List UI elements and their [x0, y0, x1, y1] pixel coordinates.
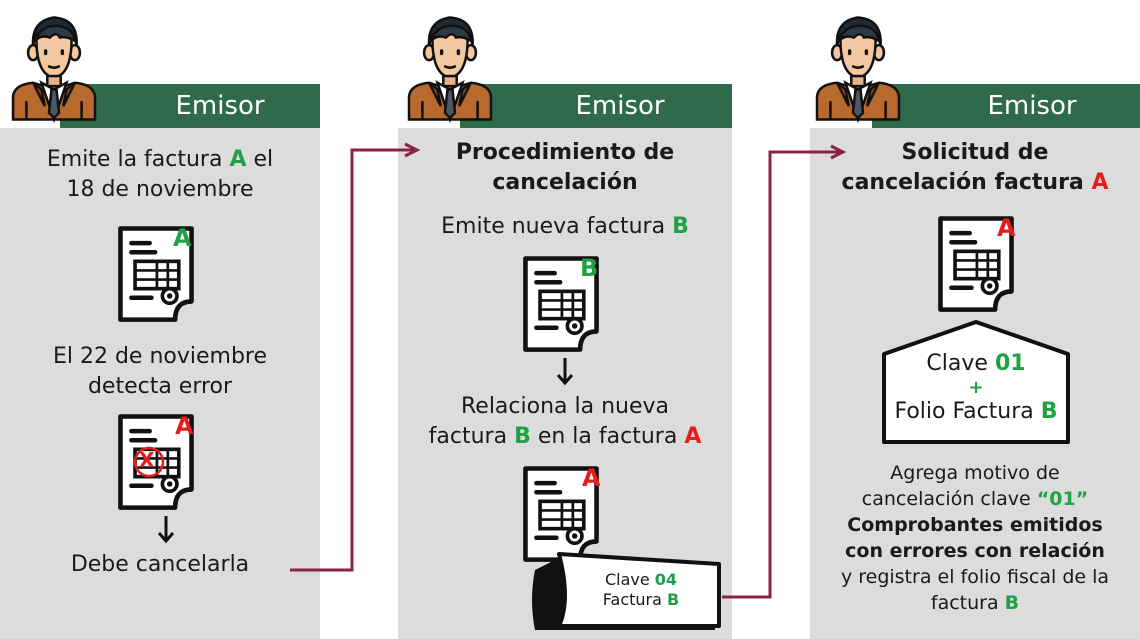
col2-line2: Relaciona la nueva — [460, 394, 670, 419]
col3-title2-text: cancelación factura — [841, 170, 1092, 195]
invoice-letter-b: B — [514, 424, 531, 449]
tag-line1: Clave 04 — [576, 570, 706, 590]
col1-line1-text: Emite la factura — [46, 147, 230, 172]
header-label-col1: Emisor — [175, 91, 265, 121]
tag-line2: Factura B — [576, 590, 706, 610]
cancel-request-box-text: Clave 01 + Folio Factura B — [880, 350, 1072, 426]
col3-p5: y registra el folio fiscal de la — [840, 566, 1110, 588]
col3-p4: con errores con relación — [845, 540, 1105, 562]
col2-line3-mid: en la factura — [530, 424, 685, 449]
doc-letter: A — [175, 412, 194, 440]
col3-p6-text: factura — [930, 592, 1005, 614]
box-clave-code: 01 — [994, 351, 1026, 376]
box-clave-label: Clave — [926, 351, 995, 376]
col2-title1: Procedimiento de — [455, 140, 675, 165]
relation-tag-text: Clave 04 Factura B — [576, 570, 706, 610]
tag-clave-code: 04 — [654, 570, 678, 589]
cancel-code: “01” — [1036, 488, 1089, 510]
invoice-document-icon: A — [520, 462, 602, 568]
tag-factura-letter: B — [667, 590, 680, 609]
col1-line3: El 22 de noviembre — [52, 344, 268, 369]
box-line1: Clave 01 — [880, 350, 1072, 378]
col2-line1-text: Emite nueva factura — [441, 214, 673, 239]
arrow-down-icon — [156, 514, 176, 544]
doc-letter: A — [173, 224, 192, 252]
col3-p2: cancelación clave “01” — [810, 486, 1140, 512]
col2-line3: factura B en la factura A — [398, 422, 732, 452]
person-avatar-icon — [812, 4, 904, 128]
invoice-letter-a: A — [229, 147, 247, 172]
person-avatar-icon — [8, 4, 100, 128]
box-folio-letter: B — [1040, 399, 1058, 424]
error-mark-icon: X — [139, 448, 155, 472]
col1-line5: Debe cancelarla — [70, 552, 250, 577]
header-band-col2: Emisor — [460, 84, 732, 128]
tag-factura-label: Factura — [602, 590, 667, 609]
col2-line1: Emite nueva factura B — [398, 212, 732, 242]
col1-line2: 18 de noviembre — [66, 177, 254, 202]
invoice-letter-a: A — [684, 424, 702, 449]
panel-col1 — [0, 128, 320, 639]
header-band-col1: Emisor — [60, 84, 320, 128]
header-label-col3: Emisor — [987, 91, 1077, 121]
box-folio-label: Folio Factura — [894, 399, 1041, 424]
invoice-error-document-icon: A X — [115, 410, 197, 516]
plus-icon: + — [968, 377, 984, 398]
header-label-col2: Emisor — [575, 91, 665, 121]
invoice-letter-b: B — [672, 214, 689, 239]
col1-line4: detecta error — [87, 374, 233, 399]
col3-title1: Solicitud de — [901, 140, 1049, 165]
col3-p3: Comprobantes emitidos — [847, 514, 1103, 536]
invoice-letter-a: A — [1091, 170, 1109, 195]
box-line3: Folio Factura B — [880, 398, 1072, 426]
col3-title2: cancelación factura A — [810, 168, 1140, 198]
invoice-letter-b: B — [1004, 592, 1020, 614]
col1-line1-suffix: el — [246, 147, 274, 172]
col3-p1: Agrega motivo de — [890, 462, 1060, 484]
invoice-document-icon: B — [520, 252, 602, 358]
col2-line3-pre: factura — [428, 424, 515, 449]
col3-p2-text: cancelación clave — [861, 488, 1037, 510]
invoice-document-icon: A — [115, 222, 197, 328]
doc-letter: A — [997, 214, 1016, 242]
doc-letter: A — [582, 464, 601, 492]
cancel-request-box-shape — [882, 320, 1070, 444]
header-band-col3: Emisor — [872, 84, 1140, 128]
col1-line1: Emite la factura A el — [0, 145, 320, 175]
arrow-down-icon — [555, 356, 575, 386]
person-avatar-icon — [404, 4, 496, 128]
doc-letter: B — [580, 254, 599, 282]
relation-tag-shape — [532, 552, 721, 630]
invoice-document-icon: A — [935, 212, 1017, 318]
col3-p6: factura B — [810, 590, 1140, 616]
col2-title2: cancelación — [492, 170, 638, 195]
tag-clave-label: Clave — [604, 570, 655, 589]
